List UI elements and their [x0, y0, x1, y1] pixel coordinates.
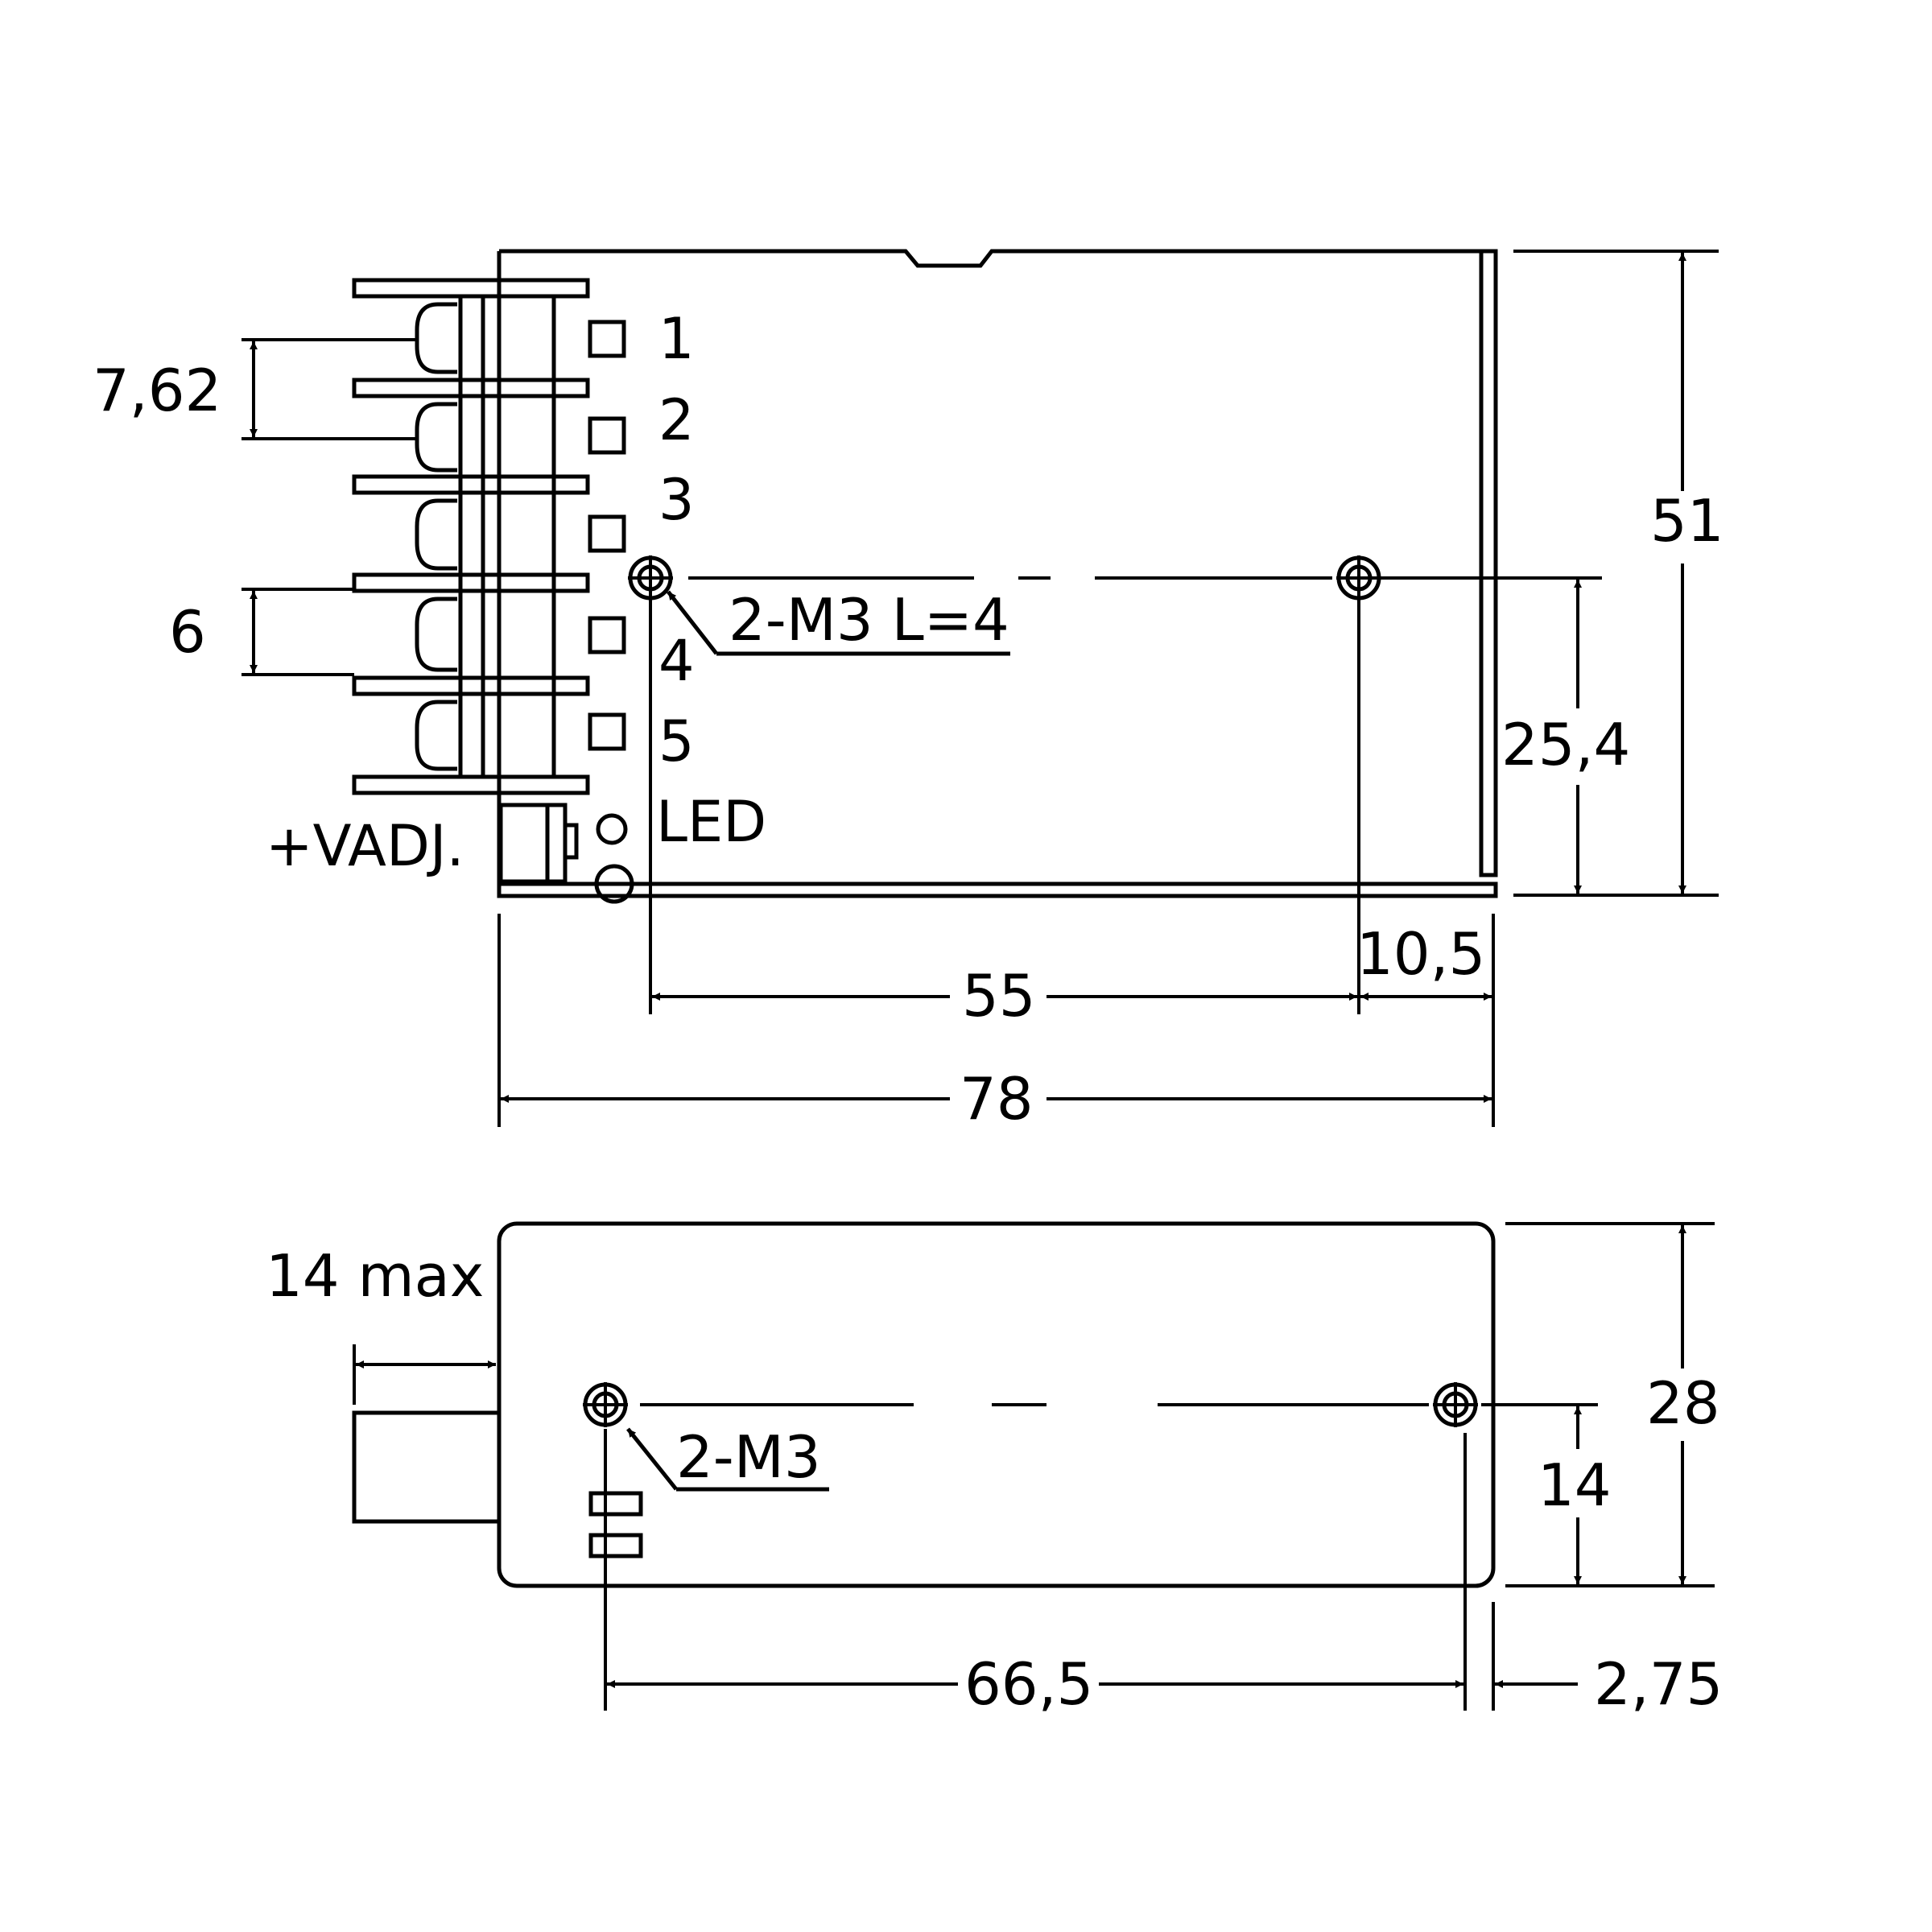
- vadj-label: +VADJ.: [266, 813, 464, 879]
- terminal-markers: [588, 320, 626, 751]
- dim-length-value: 78: [960, 1065, 1034, 1133]
- dim-hole-edge-value: 10,5: [1356, 920, 1485, 988]
- dim-side-hole-edge-value: 2,75: [1594, 1650, 1723, 1718]
- mount-hole-right: [1336, 555, 1381, 601]
- top-view: 1 2 3 4 5 LED +VADJ.: [93, 249, 1724, 1133]
- dim-side-height-value: 28: [1646, 1369, 1720, 1437]
- dim-side-hole-spacing-value: 66,5: [964, 1650, 1093, 1718]
- dim-pitch-value: 7,62: [93, 357, 221, 424]
- mount-callout-leader: [667, 590, 1010, 656]
- extension-lines-side: [353, 1222, 1715, 1711]
- dim-hole-height-value: 25,4: [1501, 711, 1630, 778]
- vadj-potentiometer: [498, 803, 579, 884]
- side-mount-callout-text: 2-M3: [676, 1423, 821, 1491]
- terminal-label-1: 1: [658, 306, 695, 372]
- housing-outline: [497, 249, 1498, 898]
- side-small-parts: [588, 1491, 643, 1558]
- side-view: 2-M3 14 max 28 14: [266, 1221, 1723, 1718]
- led-label: LED: [656, 789, 766, 855]
- side-mount-callout-leader: [626, 1427, 829, 1492]
- side-connector: [352, 1410, 499, 1524]
- terminal-label-5: 5: [658, 708, 695, 774]
- led-indicator: [596, 813, 628, 845]
- extension-lines-top: [242, 250, 1719, 1127]
- mount-hole-left: [628, 555, 673, 601]
- terminal-label-3: 3: [658, 467, 695, 533]
- dim-connector-depth-value: 14 max: [266, 1242, 484, 1310]
- terminal-label-2: 2: [658, 387, 695, 453]
- mount-callout-text: 2-M3 L=4: [729, 586, 1009, 654]
- ground-hole: [594, 864, 634, 904]
- side-mount-hole-right: [1433, 1382, 1478, 1427]
- dim-hole-spacing-value: 55: [962, 962, 1036, 1030]
- terminal-label-4: 4: [658, 628, 695, 694]
- dim-side-hole-height-value: 14: [1538, 1451, 1612, 1519]
- dim-terminal-width-value: 6: [169, 598, 206, 666]
- side-mount-hole-left: [583, 1382, 628, 1427]
- terminal-block: [352, 278, 590, 795]
- dim-height-value: 51: [1650, 487, 1724, 555]
